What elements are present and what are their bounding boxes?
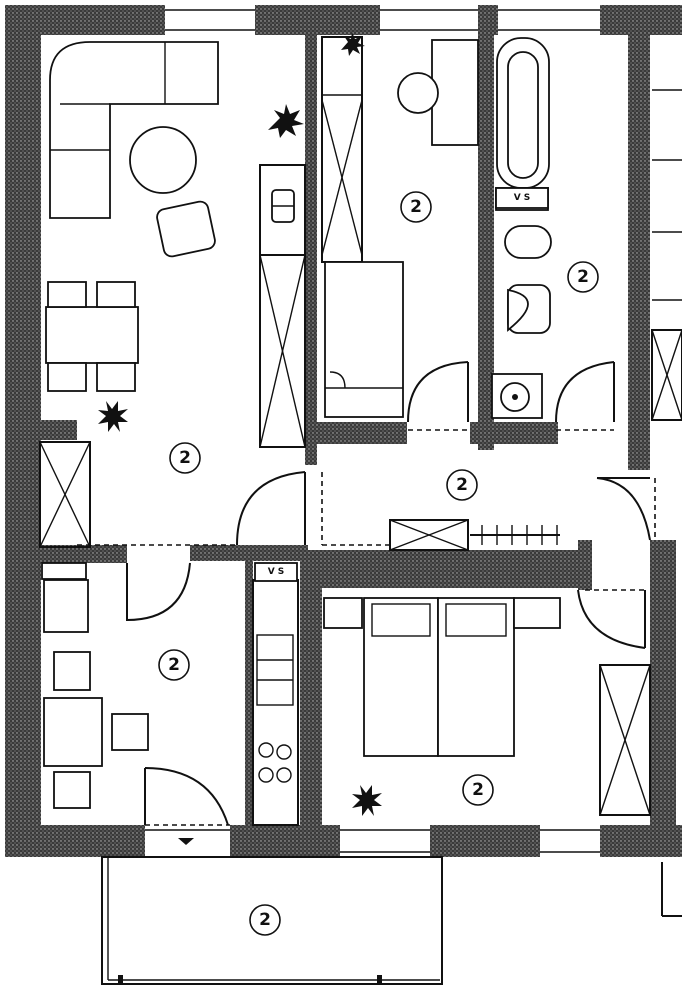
room-label-text: 2 bbox=[472, 780, 484, 800]
neighbour-stub bbox=[661, 862, 682, 917]
hall-doors bbox=[77, 361, 656, 845]
room-label-hall: 2 bbox=[446, 469, 478, 501]
bedroom-1-furniture bbox=[321, 36, 479, 418]
room-label-living: 2 bbox=[169, 442, 201, 474]
kitchen-strip bbox=[259, 164, 306, 448]
room-label-text: 2 bbox=[259, 910, 271, 930]
bathroom-fixtures bbox=[491, 37, 552, 419]
balcony bbox=[101, 856, 443, 985]
left-shaft bbox=[39, 441, 91, 548]
room-label-text: 2 bbox=[456, 475, 468, 495]
room-label-bedroom-1: 2 bbox=[400, 191, 432, 223]
walls bbox=[5, 5, 682, 857]
room-label-text: 2 bbox=[168, 655, 180, 675]
shaft-box-2: V S bbox=[254, 562, 298, 582]
bottom-left-furniture bbox=[43, 579, 299, 826]
room-label-bottom-left: 2 bbox=[158, 649, 190, 681]
shaft-box-3 bbox=[41, 562, 87, 580]
room-label-balcony: 2 bbox=[249, 904, 281, 936]
room-label-bedroom-2: 2 bbox=[462, 774, 494, 806]
bedroom-2-furniture bbox=[323, 597, 651, 816]
shaft-label: V S bbox=[268, 567, 285, 577]
right-strip bbox=[651, 89, 682, 421]
living-furniture bbox=[45, 41, 219, 392]
windows bbox=[145, 9, 600, 853]
room-label-text: 2 bbox=[179, 448, 191, 468]
plant-icon bbox=[98, 32, 382, 816]
shaft-box-1: V S bbox=[495, 187, 549, 209]
shaft-label: V S bbox=[514, 193, 531, 203]
room-label-text: 2 bbox=[577, 267, 589, 287]
room-label-text: 2 bbox=[410, 197, 422, 217]
room-label-bathroom: 2 bbox=[567, 261, 599, 293]
